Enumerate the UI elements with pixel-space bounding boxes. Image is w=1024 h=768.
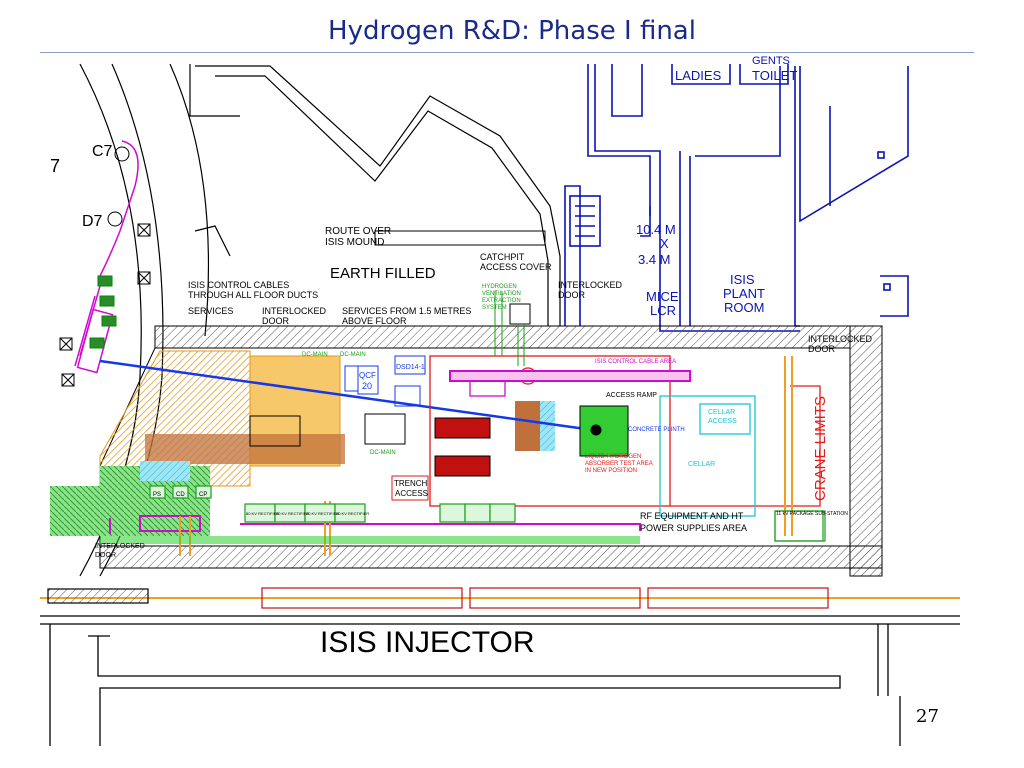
ps2-label: CD bbox=[176, 492, 185, 498]
interlocked-door-2b: DOOR bbox=[262, 316, 290, 326]
liquid-h-3: IN NEW POSITION bbox=[585, 468, 637, 474]
seven-label: 7 bbox=[50, 156, 60, 176]
hydrogen-area bbox=[429, 355, 821, 517]
isis-control-2: THROUGH ALL FLOOR DUCTS bbox=[188, 290, 318, 300]
dc-main-3: DC-MAIN bbox=[370, 450, 396, 456]
cellar-access-2: ACCESS bbox=[708, 418, 737, 425]
liquid-h-1: LIQUID HYDROGEN bbox=[585, 454, 641, 460]
c7-marker bbox=[114, 146, 130, 162]
isis-plant-1: ISIS bbox=[730, 272, 755, 287]
mice-lcr-2: LCR bbox=[650, 303, 676, 318]
beamline-magnets bbox=[89, 275, 117, 349]
isis-plant-3: ROOM bbox=[724, 300, 764, 315]
h-vent-pipes bbox=[494, 291, 525, 366]
dimension-2: 3.4 M bbox=[638, 252, 671, 267]
d7-label: D7 bbox=[82, 213, 103, 230]
dimension-1: 10.4 M bbox=[636, 222, 676, 237]
mound-outline bbox=[194, 65, 561, 326]
isis-control-1: ISIS CONTROL CABLES bbox=[188, 280, 289, 290]
ladies-label: LADIES bbox=[675, 68, 722, 83]
interlocked-door-4b: DOOR bbox=[95, 552, 116, 559]
c7-label: C7 bbox=[92, 143, 113, 160]
rect-4-label: 80 KV RECTIFIER bbox=[336, 511, 369, 516]
route-over-1: ROUTE OVER bbox=[325, 226, 391, 237]
qcf-box bbox=[357, 365, 379, 395]
route-over-trench bbox=[374, 230, 546, 246]
isis-cable-area: ISIS CONTROL CABLE AREA bbox=[595, 359, 676, 365]
services-from-2: ABOVE FLOOR bbox=[342, 316, 407, 326]
title-rule bbox=[40, 52, 974, 53]
catchpit-1: CATCHPIT bbox=[480, 252, 525, 262]
rect-3-label: 80 KV RECTIFIER bbox=[306, 511, 339, 516]
qcf-20: 20 bbox=[362, 381, 372, 391]
interlocked-door-4a: INTERLOCKED bbox=[95, 543, 145, 550]
dc-main-1: DC-MAIN bbox=[302, 352, 328, 358]
gents-label: GENTS bbox=[752, 56, 790, 67]
earth-filled: EARTH FILLED bbox=[330, 265, 436, 282]
beamline bbox=[99, 359, 629, 477]
rf-equipment-2: POWER SUPPLIES AREA bbox=[640, 523, 747, 533]
toilet-label: TOILET bbox=[752, 68, 797, 83]
interlocked-door-1a: INTERLOCKED bbox=[558, 280, 623, 290]
trench-2: ACCESS bbox=[395, 489, 428, 498]
interlocked-door-3a: INTERLOCKED bbox=[808, 334, 873, 344]
services-label: SERVICES bbox=[188, 306, 233, 316]
h-vent-3: EXTRACTION bbox=[482, 298, 521, 304]
crane-limits-label: CRANE LIMITS bbox=[812, 396, 829, 501]
injector-walls bbox=[40, 615, 960, 746]
d7-marker bbox=[107, 211, 123, 227]
mice-lcr-1: MICE bbox=[646, 289, 679, 304]
floor-plan: LADIES GENTS TOILET C7 D7 7 bbox=[40, 56, 960, 746]
rf-equipment-1: RF EQUIPMENT AND HT bbox=[640, 511, 744, 521]
dsd-label: DSD14-1 bbox=[396, 364, 425, 371]
green-strip bbox=[100, 536, 640, 544]
h-vent-2: VENTILATION bbox=[482, 291, 521, 297]
h-vent-1: HYDROGEN bbox=[482, 284, 517, 290]
injector-beamline bbox=[40, 587, 960, 609]
rect-1-label: 80 KV RECTIFIER bbox=[246, 511, 279, 516]
dsd-box bbox=[394, 355, 426, 375]
catchpit-2: ACCESS COVER bbox=[480, 262, 552, 272]
slide-title: Hydrogen R&D: Phase I final bbox=[328, 16, 696, 46]
ps3-label: CP bbox=[199, 492, 207, 498]
services-from-1: SERVICES FROM 1.5 METRES bbox=[342, 306, 471, 316]
interlocked-door-1b: DOOR bbox=[558, 290, 586, 300]
cellar-access-1: CELLAR bbox=[708, 409, 735, 416]
interlocked-door-2a: INTERLOCKED bbox=[262, 306, 327, 316]
concrete-plinth: CONCRETE PLINTH bbox=[628, 427, 685, 433]
cellar-label: CELLAR bbox=[688, 461, 715, 468]
dimension-x: X bbox=[660, 236, 669, 251]
dc-main-2: DC-MAIN bbox=[340, 352, 366, 358]
ps1-label: PS bbox=[153, 492, 161, 498]
isis-injector-label: ISIS INJECTOR bbox=[320, 626, 534, 659]
route-over-2: ISIS MOUND bbox=[325, 237, 384, 248]
access-ramp: ACCESS RAMP bbox=[606, 392, 657, 399]
trench-access-box bbox=[391, 475, 429, 501]
pumps bbox=[59, 223, 151, 387]
rect-2-label: 80 KV RECTIFIER bbox=[276, 511, 309, 516]
sub-station-label: 11 kV PACKAGE SUB-STATION bbox=[776, 511, 848, 517]
interlocked-door-3b: DOOR bbox=[808, 344, 836, 354]
catchpit-box bbox=[509, 303, 531, 325]
trench-1: TRENCH bbox=[394, 479, 428, 488]
isis-plant-2: PLANT bbox=[723, 286, 765, 301]
c7-magnet bbox=[74, 140, 139, 374]
shielding bbox=[50, 350, 555, 536]
page-number: 27 bbox=[916, 706, 939, 727]
liquid-h-2: ABSORBER TEST AREA bbox=[585, 461, 653, 467]
h-vent-4: SYSTEM bbox=[482, 305, 507, 311]
qcf-label: QCF bbox=[359, 371, 376, 380]
rectifiers bbox=[149, 485, 826, 542]
cable-runs bbox=[109, 370, 691, 534]
